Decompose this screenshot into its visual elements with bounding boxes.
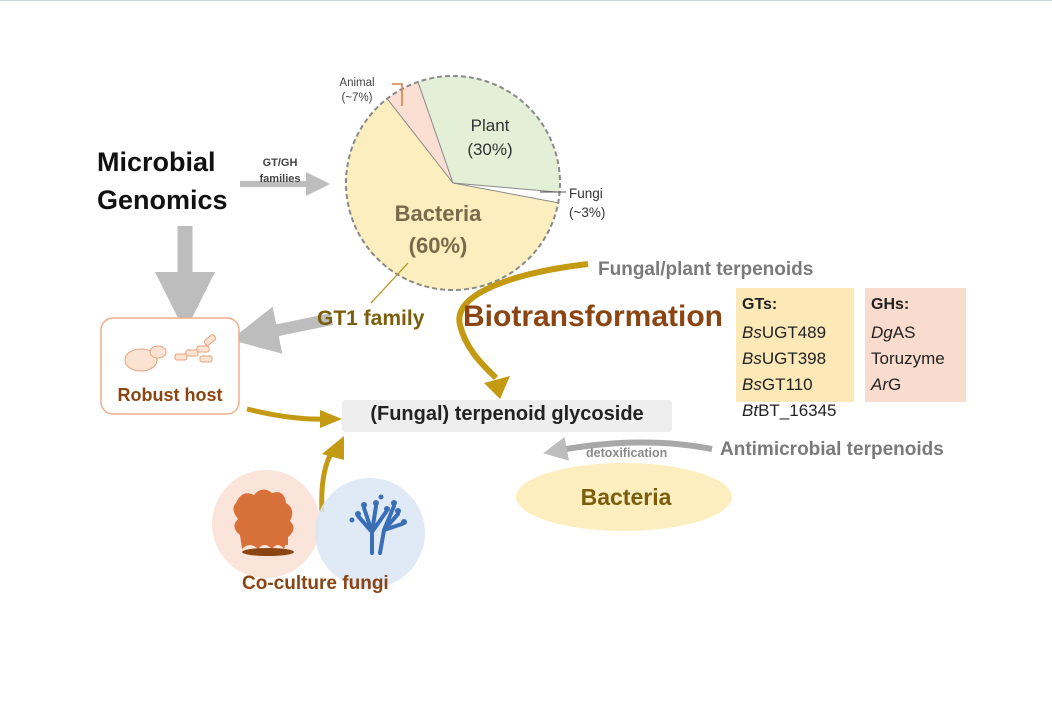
host-to-glycoside-arrow-shaft [246,406,325,422]
biotransformation-arrow-head [484,376,510,399]
gt-item-rest: UGT489 [761,323,827,342]
gt-item: BsUGT398 [742,344,854,373]
animal-name: Animal [339,77,375,89]
glycoside-label: (Fungal) terpenoid glycoside [370,403,644,425]
biotransformation-arrow-shaft [456,261,589,381]
gts-title: GTs: [742,296,778,313]
biotransformation-label: Biotransformation [463,300,724,333]
pie-label-bacteria: Bacteria (60%) [383,198,493,262]
gt-gh-line2: families [259,173,301,185]
pie-outline [345,75,561,291]
pie-label-plant: Plant (30%) [455,114,525,162]
bacteria-oval [516,463,732,531]
gt1-leader-line [370,262,409,304]
gt-item-rest: GT110 [761,375,813,394]
detoxification-label: detoxification [586,446,668,460]
gt-gh-line1: GT/GH [262,157,298,169]
bacteria-oval-label: Bacteria [580,484,672,510]
gt-item: BsUGT489 [742,318,854,347]
pie-chart [345,75,561,291]
plant-name: Plant [470,116,510,135]
gh-item-rest: G [888,375,902,394]
animal-pct: (~7%) [341,92,373,104]
microbial-genomics-label: Microbial Genomics [97,143,228,219]
gt-item-prefix: Bs [742,323,762,342]
fungi-pct: (~3%) [569,205,606,220]
gh-item: Toruzyme [871,344,966,373]
pie-slice-plant [418,76,560,203]
yeast-cells-icon [124,345,167,372]
filamentous-cells-icon [174,334,217,363]
ghs-title: GHs: [871,296,910,313]
host-to-glycoside-arrow-head [320,410,342,428]
co-culture-fungi-label: Co-culture fungi [242,573,389,594]
fungal-plant-terpenoids-label: Fungal/plant terpenoids [598,259,814,280]
spores-icon [349,494,407,525]
gh-item-prefix: Dg [871,323,893,342]
pie-label-animal: Animal (~7%) [325,76,389,106]
ghs-box: GHs: DgAS Toruzyme ArG [865,288,966,402]
gt-gh-families-label: GT/GH families [252,155,308,187]
pie-label-fungi: Fungi (~3%) [569,184,605,222]
gt-item-rest: UGT398 [761,349,827,368]
gh-item: DgAS [871,318,966,347]
bacteria-pct: (60%) [408,233,468,258]
antimicrobial-terpenoids-label: Antimicrobial terpenoids [720,439,944,460]
gt-item-prefix: Bs [742,375,762,394]
gts-box: GTs: BsUGT489 BsUGT398 BsGT110 BtBT_1634… [736,288,854,420]
gh-item-prefix: Ar [871,375,888,394]
plant-pct: (30%) [467,140,513,159]
gt-item: BsGT110 [742,370,854,399]
detox-arrow [543,436,713,461]
fungi-name: Fungi [569,186,603,201]
microbial-genomics-line2: Genomics [97,185,228,215]
gt-item-prefix: Bs [742,349,762,368]
microbial-genomics-line1: Microbial [97,147,216,177]
gt1-family-label: GT1 family [317,307,425,330]
gt1-to-host-arrow [230,306,334,354]
robust-host-label: Robust host [117,385,223,405]
animal-leader-line [392,83,403,106]
gh-item-rest: AS [892,323,916,342]
coculture-to-glycoside-arrow-head [322,436,344,460]
mushroom-icon [233,489,294,556]
gt-item-rest: BT_16345 [758,401,837,420]
gh-item-rest: Toruzyme [871,349,945,368]
glycoside-highlight [342,400,672,432]
bacteria-name: Bacteria [394,201,482,226]
pie-slice-animal [387,81,453,183]
aspergillus-icon [356,504,404,555]
gh-item: ArG [871,370,966,399]
gt-item-prefix: Bt [742,401,759,420]
top-border-line [0,0,1052,1]
pie-slice-bacteria [345,98,558,291]
gt-item: BtBT_16345 [742,396,854,425]
